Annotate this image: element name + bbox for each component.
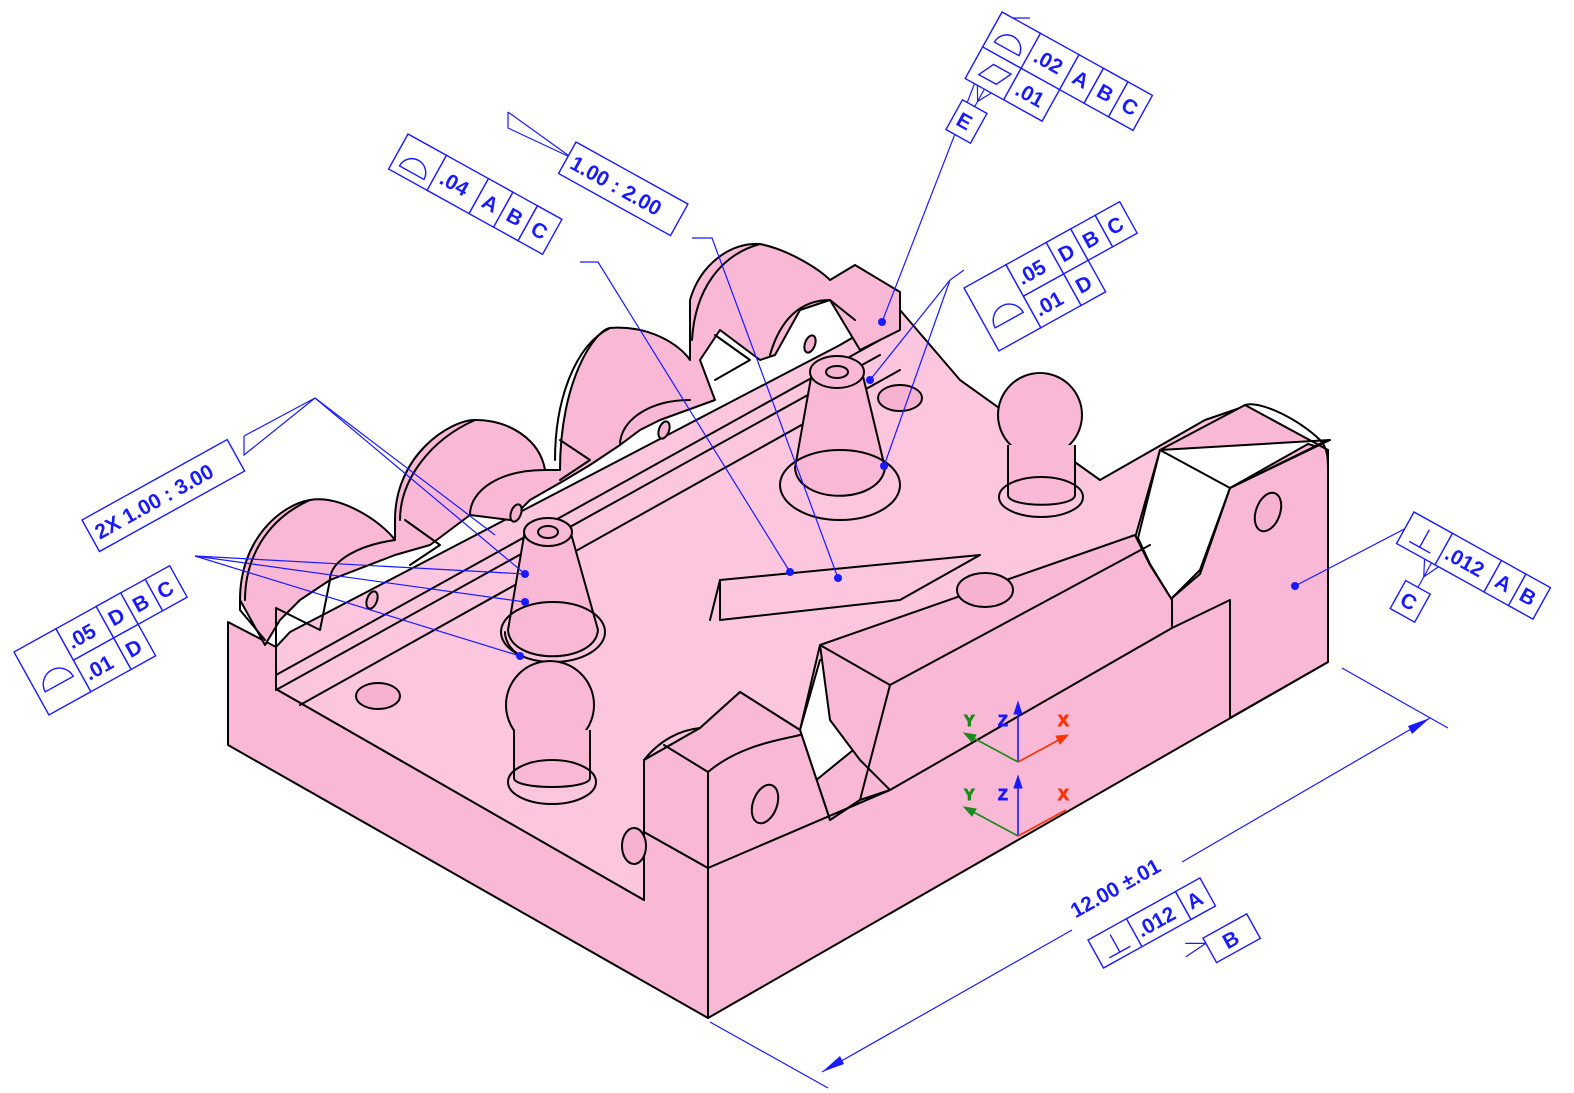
- leader-lines: [194, 17, 1449, 1089]
- fcf-right-cone: .05 D B C .01 D: [963, 200, 1139, 352]
- slope-callout: 2X 1.00 : 3.00: [81, 438, 246, 553]
- fcf-top-right: .02 A B C .01 E: [945, 11, 1154, 145]
- svg-text:X: X: [1058, 787, 1069, 804]
- fcf-perp-right: .012 A B C: [1389, 511, 1552, 624]
- hole-4: [621, 827, 647, 865]
- left-cone: [507, 529, 599, 658]
- slope-2x-text: 2X 1.00 : 3.00: [91, 460, 218, 544]
- hole-5: [1253, 491, 1283, 533]
- right-sphere: [997, 372, 1083, 458]
- hole-2: [877, 384, 923, 412]
- svg-text:Z: Z: [998, 713, 1008, 730]
- fcf-left-cone: .05 D B C .01 D: [13, 564, 189, 716]
- hole-6: [750, 783, 780, 825]
- datum-b: B: [1185, 912, 1262, 964]
- taper-callout: 1.00 : 2.00: [557, 141, 689, 237]
- hole-1: [355, 682, 401, 710]
- front-block: [643, 691, 891, 869]
- center-rib: [819, 534, 1173, 791]
- svg-text:Z: Z: [998, 787, 1008, 804]
- svg-text:Y: Y: [964, 787, 975, 804]
- svg-text:X: X: [1058, 713, 1069, 730]
- fcf-dim-perp: .012 A: [1087, 876, 1217, 969]
- svg-text:Y: Y: [964, 713, 975, 730]
- axis-triad-lower: Z X Y: [962, 774, 1070, 837]
- axis-triad-upper: Z X Y: [962, 700, 1070, 763]
- hole-3: [956, 572, 1014, 608]
- fcf-profile-04: .04 A B C: [387, 133, 563, 256]
